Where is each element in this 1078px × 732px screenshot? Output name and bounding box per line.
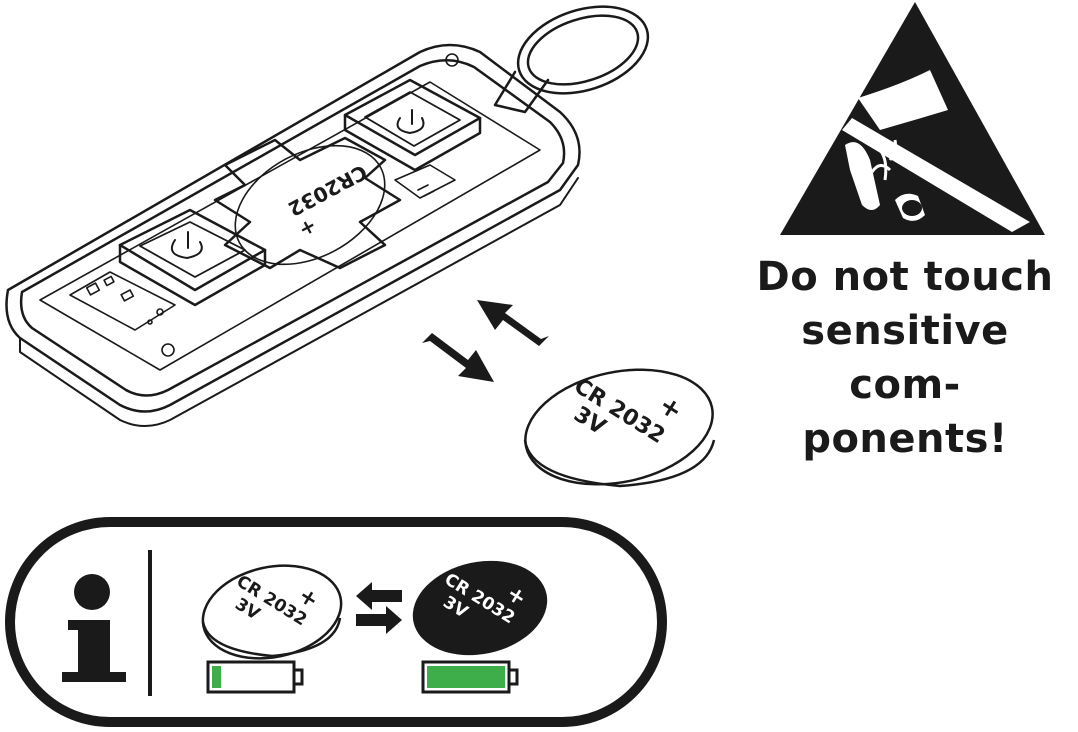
fob-housing [5,43,581,427]
warning-line-3: ponents! [802,416,1008,462]
battery-contact [394,164,456,199]
esd-warning-icon [780,2,1045,235]
upper-button [343,78,482,172]
old-battery: + CR 2032 3V [201,564,343,660]
info-icon [62,574,126,682]
circuit-board [69,53,459,357]
key-ring [493,5,650,114]
lower-button [118,208,267,307]
key-fob-illustration [5,5,650,427]
info-panel: + CR 2032 3V + CR 2032 3V [5,517,667,727]
new-battery: + CR 2032 3V [412,560,548,656]
low-battery-fill [212,666,221,688]
warning-line-1: Do not touch [756,254,1054,300]
low-battery-indicator [206,660,304,694]
arrow-in-icon [477,300,549,346]
exchange-arrows [422,300,549,382]
coin-battery: + CR 2032 3V [523,368,716,488]
arrow-out-icon [422,333,494,382]
warning-text: Do not touch sensitive com- ponents! [745,250,1065,466]
warning-line-2: sensitive com- [801,308,1009,408]
fob-battery-model: CR2032 [284,160,371,221]
swap-arrows-icon [356,582,402,634]
full-battery-fill [427,666,505,688]
battery-holder [213,136,402,270]
full-battery-indicator [421,660,519,694]
